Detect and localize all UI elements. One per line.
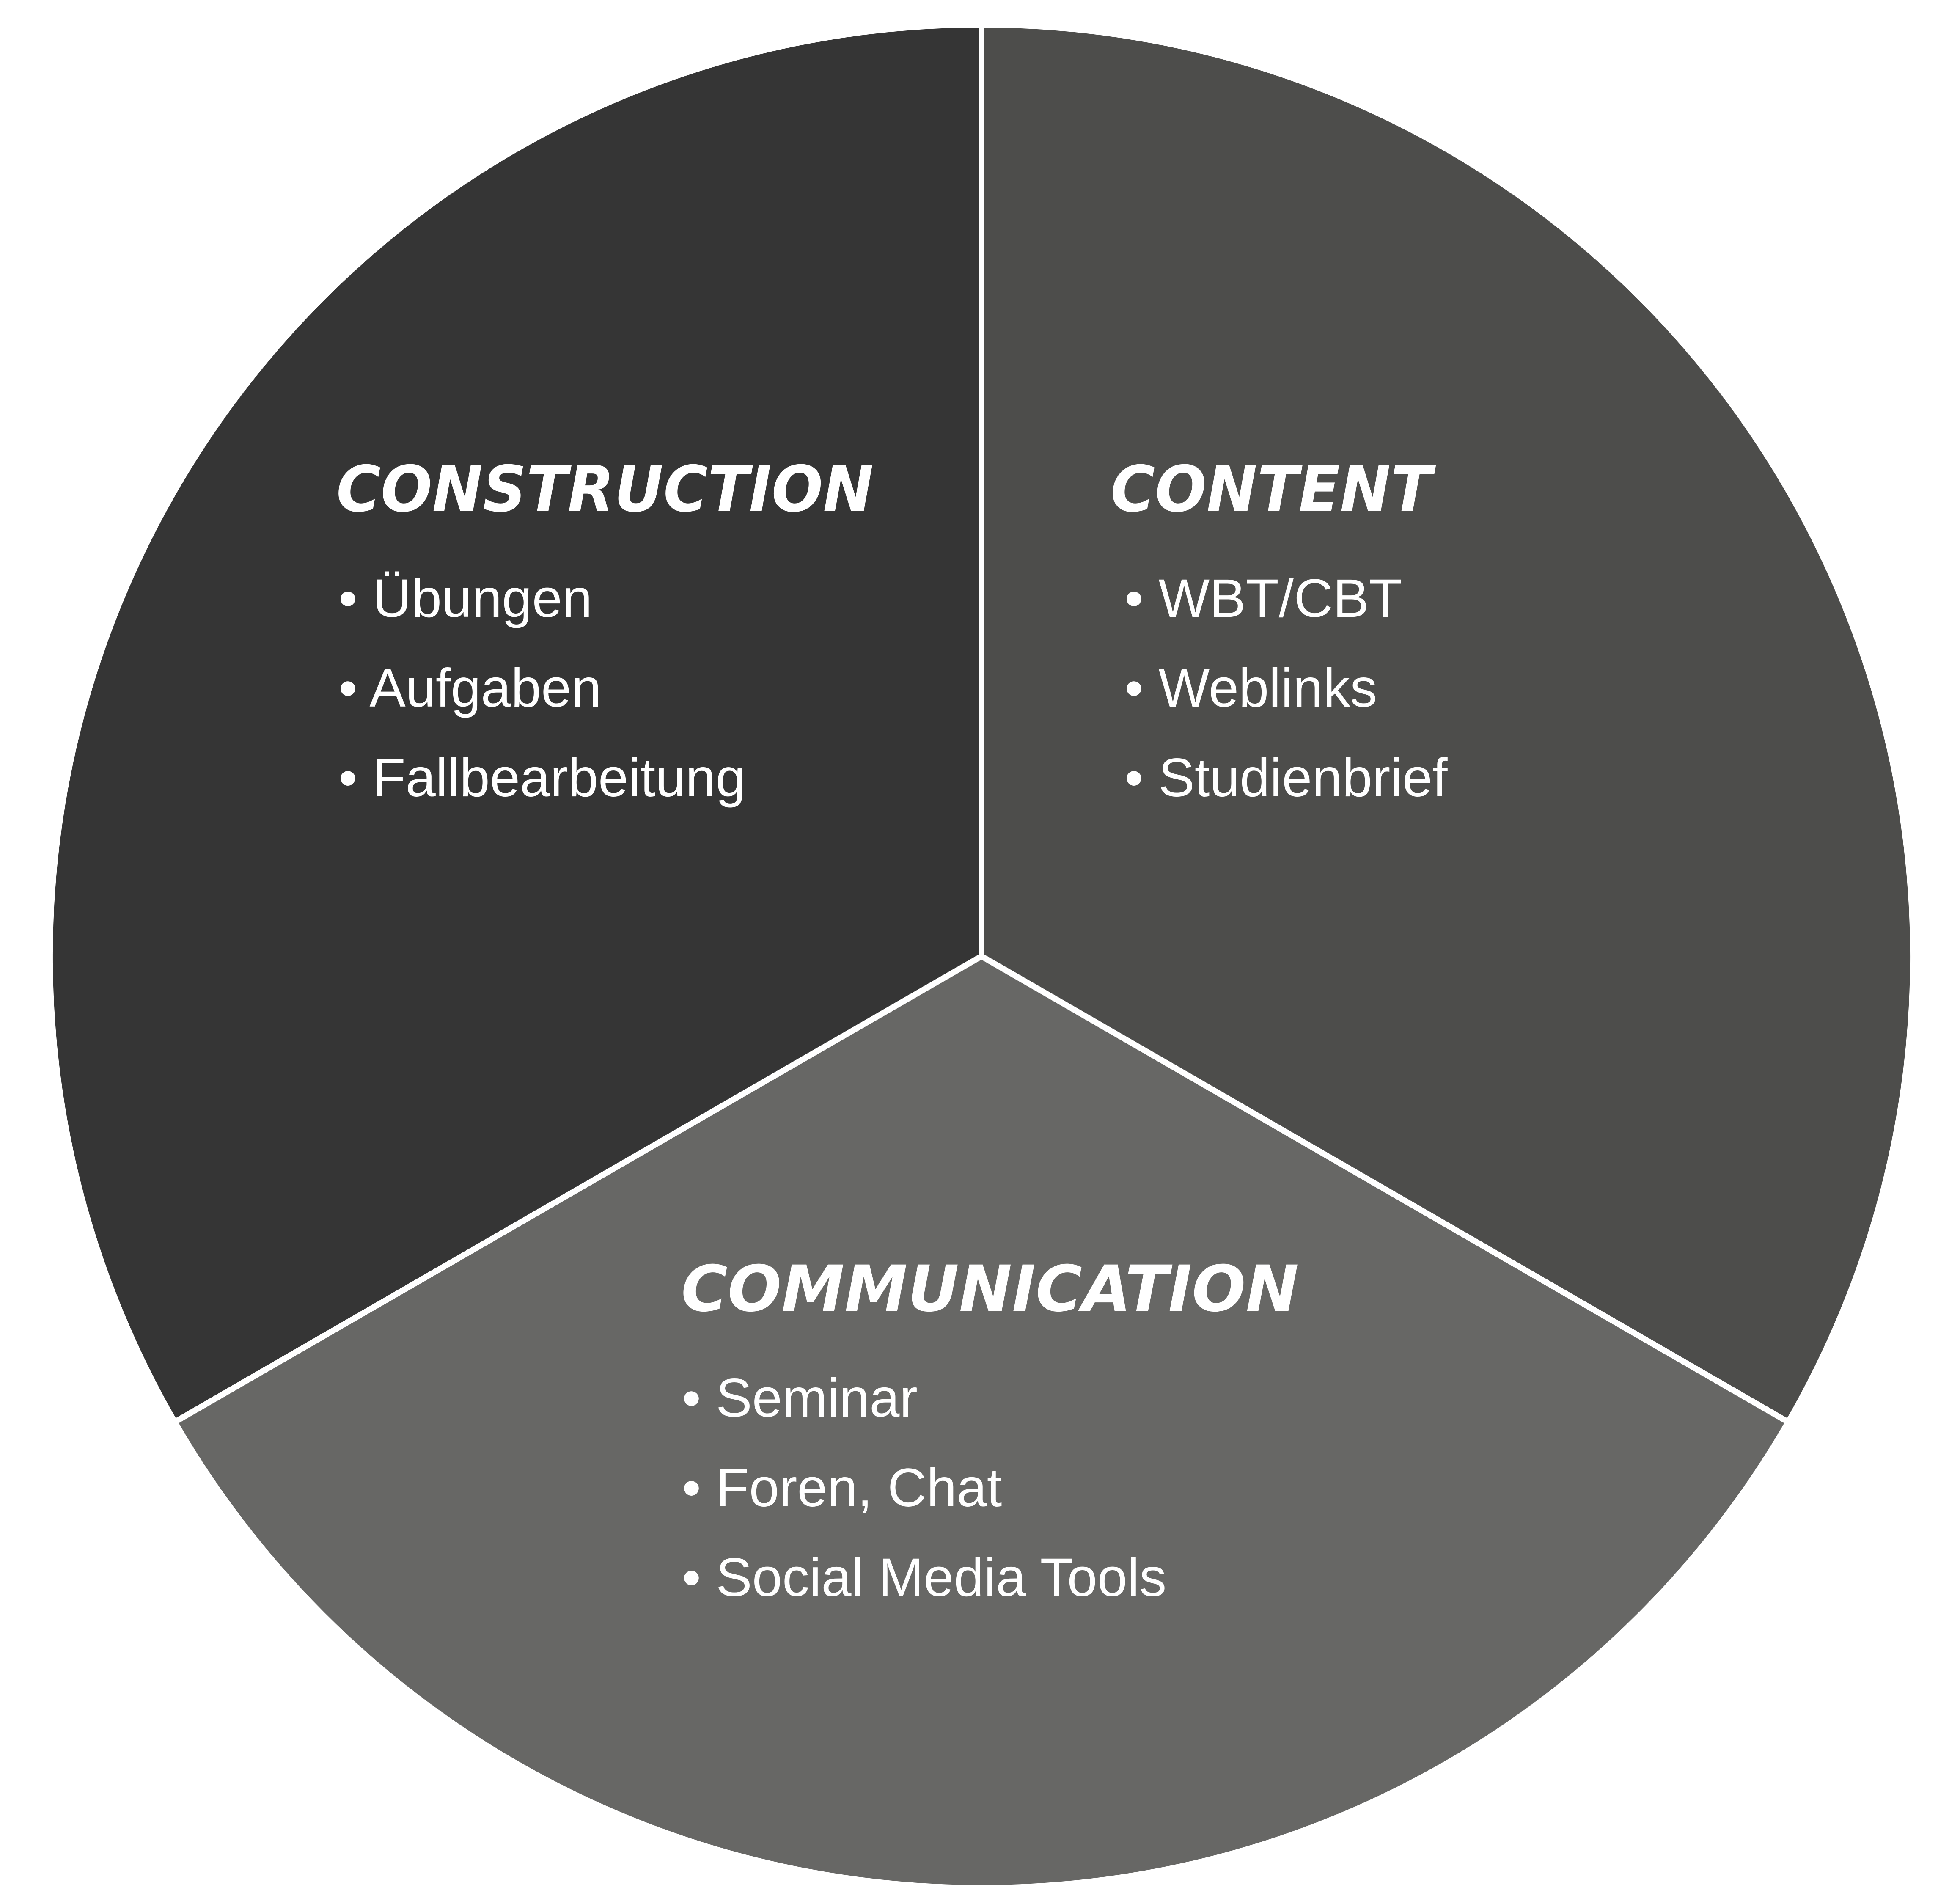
segment-construction [52, 28, 982, 1421]
content-label-group: CONTENT • WBT/CBT • Weblinks • Studienbr… [1111, 453, 1448, 808]
construction-title: CONSTRUCTION [336, 453, 874, 526]
communication-title: COMMUNICATION [681, 1252, 1299, 1326]
divider-left [170, 953, 983, 1427]
content-item-wbt-cbt: • WBT/CBT [1124, 568, 1402, 629]
communication-item-foren-chat: • Foren, Chat [682, 1458, 1002, 1518]
communication-label-group: COMMUNICATION • Seminar • Foren, Chat • … [681, 1252, 1299, 1608]
construction-item-fallbearbeitung: • Fallbearbeitung [338, 748, 746, 808]
content-title: CONTENT [1111, 453, 1436, 526]
divider-right [980, 953, 1793, 1427]
construction-label-group: CONSTRUCTION • Übungen • Aufgaben • Fall… [336, 453, 874, 808]
construction-item-aufgaben: • Aufgaben [338, 658, 601, 718]
content-item-weblinks: • Weblinks [1124, 658, 1377, 718]
communication-item-seminar: • Seminar [682, 1368, 918, 1428]
communication-item-social-media-tools: • Social Media Tools [682, 1547, 1166, 1608]
segment-content [981, 28, 1911, 1421]
content-item-studienbrief: • Studienbrief [1124, 748, 1448, 808]
construction-item-uebungen: • Übungen [338, 568, 592, 629]
